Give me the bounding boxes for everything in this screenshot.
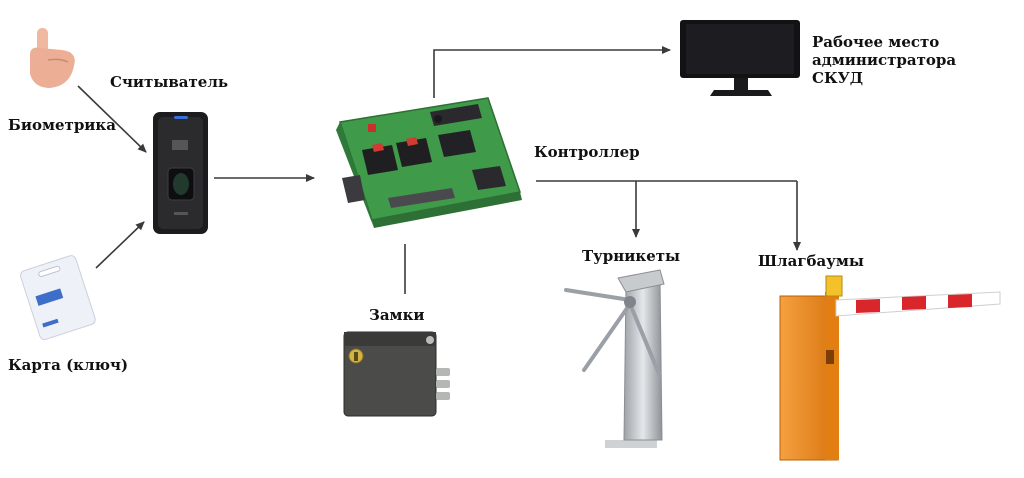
turnstile-icon xyxy=(564,269,665,448)
arrow-card-to-reader xyxy=(95,221,145,269)
arrow-biometrics-to-reader xyxy=(77,85,147,153)
controller-label: Контроллер xyxy=(534,143,640,161)
fingerprint-reader-icon xyxy=(153,112,208,234)
turnstiles-label: Турникеты xyxy=(582,247,681,265)
monitor-icon xyxy=(680,20,800,96)
lock-icon xyxy=(343,331,450,417)
card-label: Карта (ключ) xyxy=(8,356,129,374)
barrier-icon xyxy=(779,275,1001,461)
controller-board-icon xyxy=(336,97,522,228)
arrow-controller-to-workstation xyxy=(433,46,671,98)
connector-lines xyxy=(77,46,801,294)
barriers-label: Шлагбаумы xyxy=(758,252,864,270)
workstation-label: Рабочее место администратора СКУД xyxy=(812,33,957,87)
biometrics-label: Биометрика xyxy=(8,116,116,134)
reader-label: Считыватель xyxy=(110,73,229,91)
rfid-card-icon xyxy=(19,255,96,340)
finger-icon xyxy=(30,28,75,88)
locks-label: Замки xyxy=(369,306,425,324)
